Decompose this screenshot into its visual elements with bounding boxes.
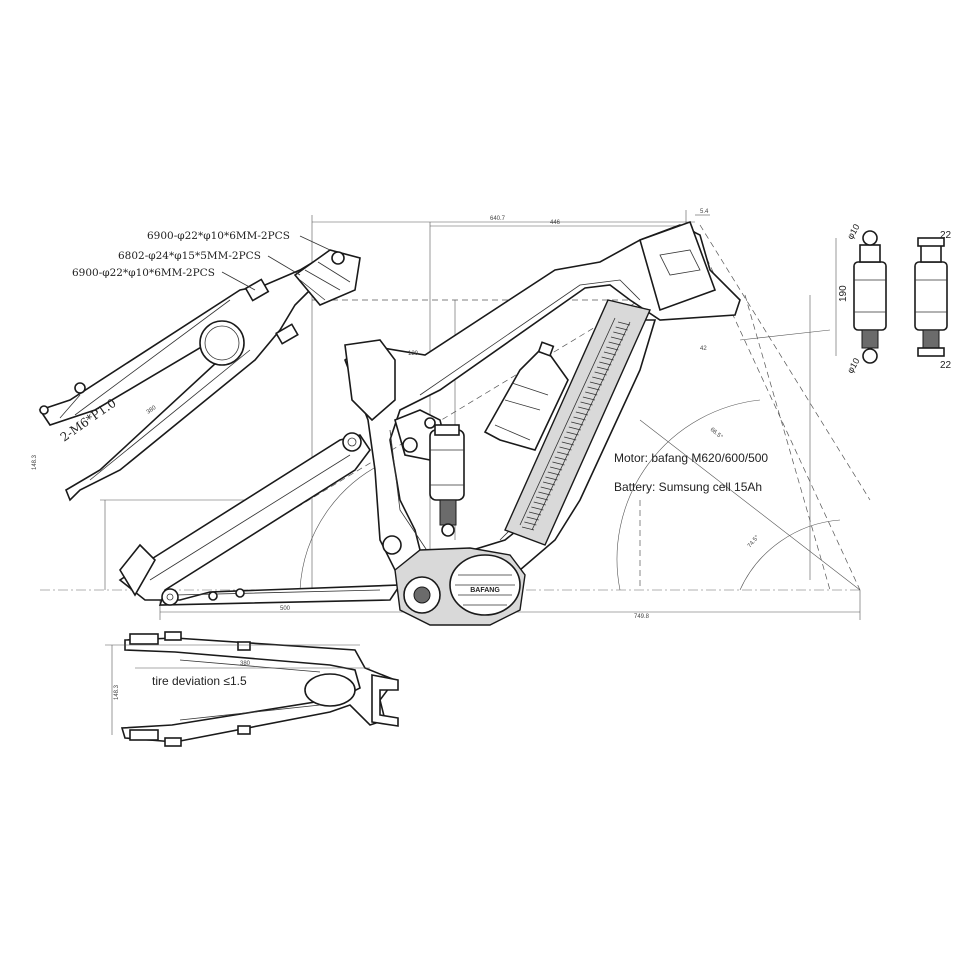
battery-cell-line — [521, 526, 535, 531]
rocker-and-shock — [394, 409, 465, 537]
dim-dropout-height: 148.3 — [32, 454, 38, 470]
dim-wheelbase: 749.8 — [634, 614, 650, 620]
dim-seat-angle: 74.5° — [747, 534, 761, 549]
battery-cell-line — [552, 461, 565, 466]
dim-chainstay: 500 — [280, 606, 291, 612]
battery-cell-line — [533, 501, 546, 506]
bearing-spec-2: 6802-φ24*φ15*5MM-2PCS — [118, 250, 261, 262]
battery-cell-line — [585, 391, 598, 396]
battery-cell-line — [526, 516, 539, 521]
chainstay — [118, 432, 402, 606]
battery-cell-line — [608, 341, 621, 346]
dim-misc-2: 42 — [700, 346, 707, 352]
battery-cell-line — [554, 456, 567, 461]
battery-cell-line — [524, 521, 537, 526]
main-frame — [344, 220, 741, 581]
battery-cell-line — [613, 331, 626, 336]
battery-cell-line — [606, 346, 619, 351]
shock-length-label: 190 — [838, 285, 849, 302]
battery-cell-line — [542, 481, 556, 486]
motor-logo: BAFANG — [470, 587, 500, 594]
dim-swingarm-length: 380 — [240, 661, 251, 667]
dim-swingarm-side: 380 — [146, 405, 158, 416]
battery-cell-line — [582, 396, 595, 401]
battery-cell-line — [573, 416, 586, 421]
battery-cell-line — [547, 471, 560, 476]
battery-cell-line — [561, 441, 574, 446]
battery-cell-line — [566, 431, 579, 436]
dim-misc-1: 120 — [408, 351, 419, 357]
shock-width-top: 22 — [940, 230, 952, 241]
shock-width-bottom: 22 — [940, 360, 952, 371]
battery-cell-line — [550, 466, 563, 471]
battery-cell-line — [531, 506, 544, 511]
battery-cell-line — [615, 326, 628, 331]
battery-cell-line — [538, 491, 551, 496]
battery-cell-line — [545, 476, 558, 481]
battery-cell-line — [535, 496, 549, 501]
battery-cell-line — [564, 436, 577, 441]
battery-cell-line — [540, 486, 553, 491]
battery-cell-line — [578, 406, 591, 411]
battery-cell-line — [601, 356, 614, 361]
rear-swingarm-upper — [38, 249, 361, 502]
dim-top-small: 5.4 — [700, 209, 709, 215]
battery-cells — [521, 321, 631, 531]
battery-cell-line — [571, 421, 584, 426]
battery-cell-line — [592, 376, 605, 381]
shock-detail-views — [835, 230, 948, 364]
motor-label: Motor: bafang M620/600/500 — [614, 451, 768, 465]
battery-cell-line — [617, 321, 631, 326]
battery-cell-line — [610, 336, 624, 341]
dim-head-angle: 66.5° — [709, 427, 724, 441]
battery-label: Battery: Sumsung cell 15Ah — [614, 480, 762, 494]
dim-swingarm-width: 148.3 — [114, 684, 120, 700]
battery-cell-line — [559, 446, 572, 451]
battery-cell-line — [596, 366, 610, 371]
tire-deviation-label: tire deviation ≤1.5 — [152, 674, 247, 688]
battery-cell-line — [603, 351, 617, 356]
battery-cell-line — [528, 511, 542, 516]
battery-cell-line — [557, 451, 570, 456]
battery-cell-line — [589, 381, 602, 386]
dim-top-reach: 446 — [550, 220, 561, 226]
bearing-spec-3: 6900-φ22*φ10*6MM-2PCS — [72, 267, 215, 279]
bearing-spec-1: 6900-φ22*φ10*6MM-2PCS — [147, 230, 290, 242]
motor: BAFANG — [394, 547, 526, 626]
shock-eye-top: φ10 — [845, 222, 862, 241]
battery-cell-line — [599, 361, 612, 366]
battery-cell-line — [587, 386, 600, 391]
dim-top-overall: 640.7 — [490, 216, 506, 222]
swingarm-top-view — [105, 631, 399, 747]
battery-cell-line — [568, 426, 581, 431]
battery-cell-line — [575, 411, 588, 416]
annotations: 6900-φ22*φ10*6MM-2PCS 6802-φ24*φ15*5MM-2… — [32, 209, 952, 700]
shock-eye-bottom: φ10 — [845, 356, 862, 375]
battery-cell-line — [580, 401, 593, 406]
battery-cell-line — [594, 371, 607, 376]
